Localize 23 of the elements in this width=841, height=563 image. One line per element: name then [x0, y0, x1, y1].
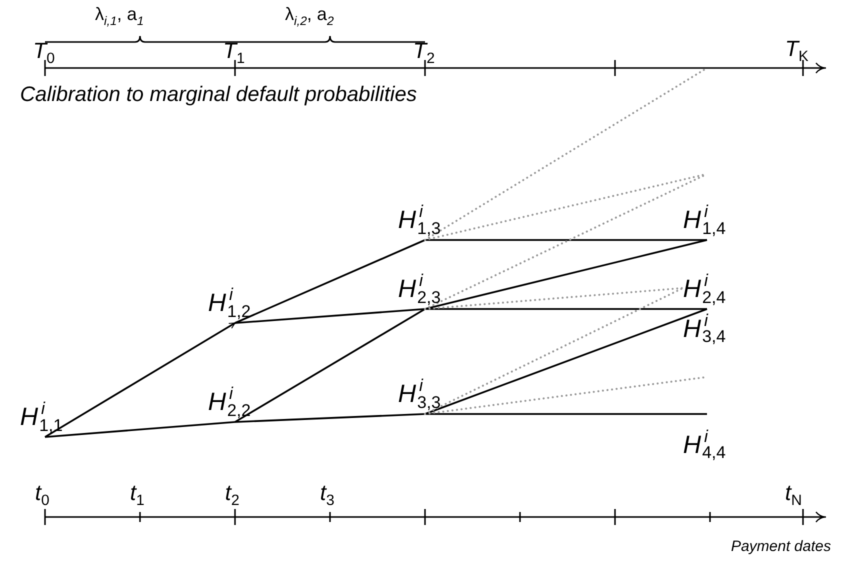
- arrow: [44, 322, 236, 438]
- line: [234, 308, 426, 423]
- line: [234, 413, 426, 423]
- line: [44, 421, 236, 438]
- line: [234, 239, 426, 324]
- line: [424, 239, 708, 310]
- time-label: t$_{0}$: [35, 482, 50, 504]
- time-label: T$_{K}$: [785, 38, 808, 60]
- line: [425, 239, 707, 241]
- time-label: t$_{N}$: [785, 482, 802, 504]
- axis-caption: Payment dates: [730, 539, 831, 554]
- time-label: T$_{2}$: [413, 40, 435, 62]
- time-label: T$_{1}$: [223, 40, 245, 62]
- time-label: t$_{1}$: [130, 482, 144, 504]
- line: [234, 308, 426, 324]
- line: [424, 308, 708, 415]
- time-label: t$_{3}$: [320, 482, 334, 504]
- line: [425, 308, 707, 310]
- dotted-line: [424, 287, 684, 310]
- time-label: T$_{0}$: [33, 40, 55, 62]
- time-label: t$_{2}$: [225, 482, 240, 504]
- axis-caption: Calibration to marginal default probabilities: [20, 84, 417, 105]
- line: [425, 413, 707, 415]
